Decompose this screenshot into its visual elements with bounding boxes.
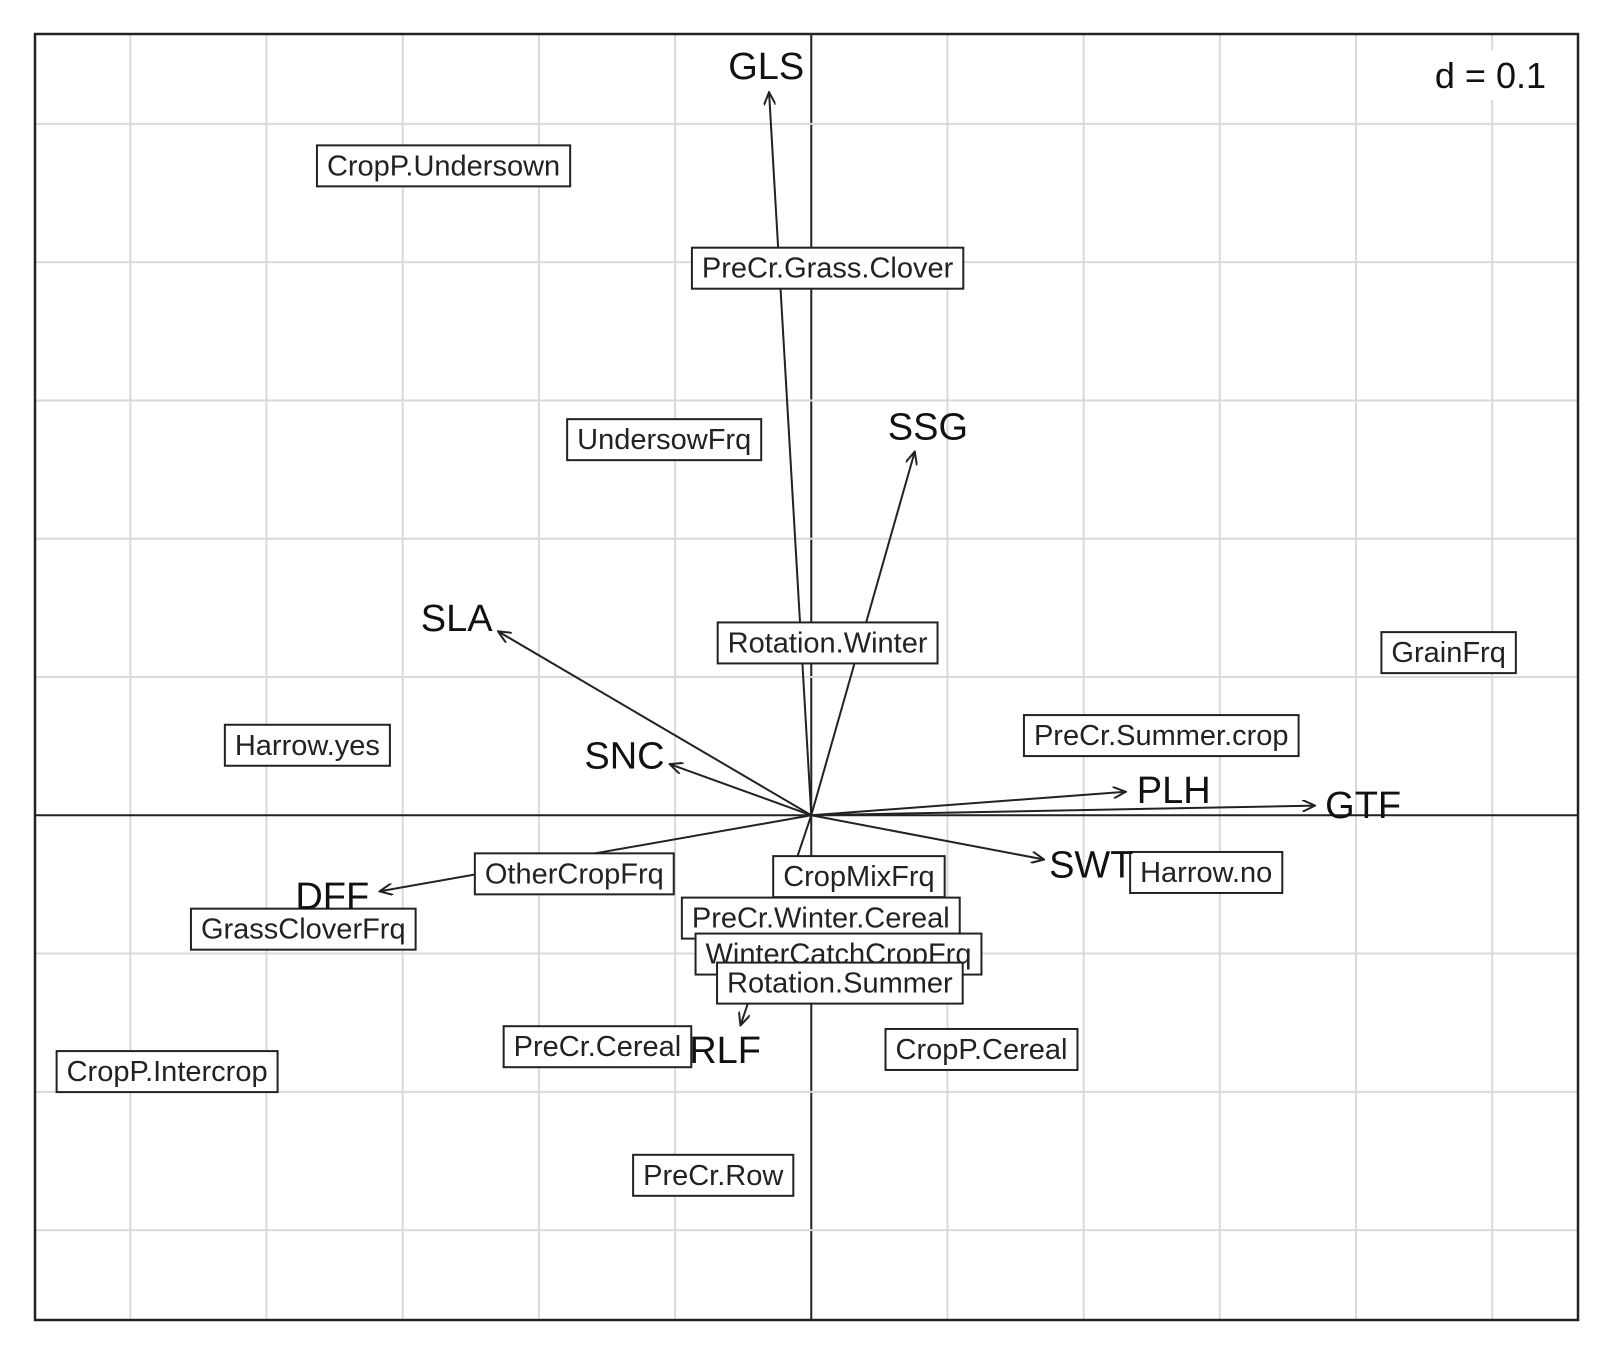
- variable-label-box: [473, 852, 675, 896]
- variable-label-box: [1022, 714, 1300, 758]
- vector-arrow-snc: [670, 764, 812, 817]
- variable-label: Rotation.Summer: [716, 961, 964, 1005]
- variable-label-box: [716, 961, 964, 1005]
- variable-label-text: PreCr.Grass.Clover: [702, 253, 954, 285]
- variable-label-box: [566, 418, 763, 462]
- vector-label-gtf: GTF: [1325, 785, 1401, 827]
- variable-label-text: PreCr.Summer.crop: [1034, 720, 1289, 752]
- grid: [35, 34, 1578, 1320]
- variable-label-text: PreCr.Winter.Cereal: [692, 903, 950, 935]
- variable-label-box: [884, 1027, 1079, 1071]
- variable-label: UndersowFrq: [566, 418, 763, 462]
- vector-arrow-sla: [498, 631, 812, 817]
- variable-label-text: UndersowFrq: [577, 424, 751, 456]
- variable-label-box: [632, 1153, 795, 1197]
- variable-label: PreCr.Winter.Cereal: [680, 896, 961, 940]
- variable-label-text: Rotation.Summer: [727, 968, 953, 1000]
- variable-label-text: Harrow.yes: [235, 730, 380, 762]
- variable-label: Rotation.Winter: [716, 621, 939, 665]
- variable-label: CropP.Intercrop: [55, 1050, 279, 1094]
- variable-label-box: [716, 621, 939, 665]
- variable-label-text: Harrow.no: [1140, 857, 1272, 889]
- grid-scale-background: [1412, 50, 1562, 100]
- variable-label: Harrow.yes: [223, 723, 391, 767]
- grid-scale-label: d = 0.1: [1435, 55, 1546, 96]
- variable-label-text: GrassCloverFrq: [201, 914, 406, 946]
- variable-label-text: CropMixFrq: [783, 861, 934, 893]
- variable-label-text: PreCr.Cereal: [514, 1031, 682, 1063]
- variable-label-text: Rotation.Winter: [728, 627, 928, 659]
- vector-label-dff: DFF: [295, 876, 369, 918]
- variable-label: CropMixFrq: [772, 855, 946, 899]
- variable-label-box: [55, 1050, 279, 1094]
- vector-arrow-plh: [811, 792, 1126, 817]
- variable-label-box: [680, 896, 961, 940]
- variable-label-text: PreCr.Row: [643, 1160, 784, 1192]
- variable-label-text: OtherCropFrq: [485, 858, 664, 890]
- vector-label-sla: SLA: [421, 598, 493, 640]
- variable-label: GrassCloverFrq: [189, 907, 417, 951]
- variable-label-box: [315, 144, 572, 188]
- variable-label: PreCr.Summer.crop: [1022, 714, 1300, 758]
- variable-label: GrainFrq: [1380, 631, 1517, 675]
- variable-label: Harrow.no: [1129, 850, 1284, 894]
- vector-label-ssg: SSG: [888, 407, 968, 449]
- vector-arrow-swt: [811, 814, 1044, 859]
- variable-label-box: [772, 855, 946, 899]
- variable-label-text: CropP.Undersown: [327, 150, 560, 182]
- variable-label-box: [502, 1025, 693, 1069]
- variable-label: CropP.Undersown: [315, 144, 572, 188]
- vector-label-snc: SNC: [584, 735, 664, 777]
- vector-label-swt: SWT: [1049, 844, 1133, 886]
- variable-label-text: GrainFrq: [1391, 637, 1505, 669]
- vector-arrow-gls: [769, 92, 813, 816]
- vector-label-gls: GLS: [728, 46, 804, 88]
- variable-label-text: CropP.Cereal: [896, 1034, 1068, 1066]
- vector-label-rlf: RLF: [689, 1030, 761, 1072]
- variable-label-box: [223, 723, 391, 767]
- variable-label-box: [1129, 850, 1284, 894]
- variable-labels: CropP.UndersownPreCr.Grass.CloverUnderso…: [55, 144, 1517, 1197]
- variable-label-box: [690, 246, 965, 290]
- variable-label: PreCr.Row: [632, 1153, 795, 1197]
- variable-label: OtherCropFrq: [473, 852, 675, 896]
- vector-label-plh: PLH: [1137, 770, 1211, 812]
- variable-label: CropP.Cereal: [884, 1027, 1079, 1071]
- variable-label-box: [189, 907, 417, 951]
- variable-label: PreCr.Grass.Clover: [690, 246, 965, 290]
- variable-label: PreCr.Cereal: [502, 1025, 693, 1069]
- plot-frame: [33, 32, 1580, 1322]
- vector-arrow-gtf: [811, 806, 1315, 817]
- vector-labels: GLS SSG SLA SNC PLH GTF SWT DFF RLF: [295, 46, 1401, 1072]
- variable-label-box: [1380, 631, 1517, 675]
- variable-label-text: CropP.Intercrop: [67, 1056, 268, 1088]
